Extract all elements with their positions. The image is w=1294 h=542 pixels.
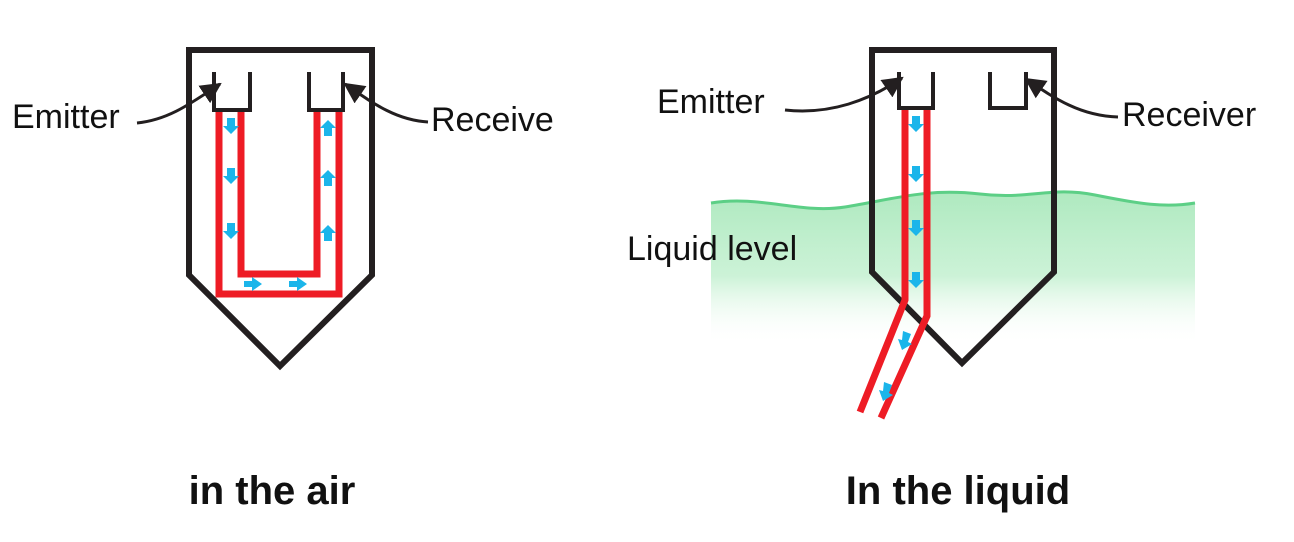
sensor-body-outline [186, 47, 375, 371]
receiver-leader [343, 82, 429, 124]
receiver-label: Receive [431, 101, 554, 139]
caption-air: in the air [189, 469, 356, 513]
light-path [856, 110, 931, 420]
liquid-region [711, 191, 1195, 345]
air-panel: Emitter Receive in the air [12, 47, 554, 513]
emitter-leader [136, 82, 222, 125]
caption-liquid: In the liquid [846, 469, 1070, 513]
emitter-leader [784, 76, 904, 113]
emitter-housing [897, 72, 935, 110]
emitter-label: Emitter [12, 98, 120, 136]
receiver-housing [307, 72, 345, 112]
emitter-label: Emitter [657, 83, 765, 121]
receiver-leader [1024, 77, 1119, 119]
receiver-label: Receiver [1122, 96, 1256, 134]
light-path [215, 112, 343, 298]
liquid-panel: Emitter Receiver Liquid level In the liq… [627, 47, 1256, 513]
liquid-surface-line [710, 190, 1196, 211]
receiver-housing [988, 72, 1028, 110]
light-direction-arrows [223, 118, 336, 291]
sensor-body-outline [869, 47, 1057, 368]
liquid-level-label: Liquid level [627, 230, 797, 268]
emitter-housing [212, 72, 252, 112]
light-direction-arrows [879, 116, 924, 401]
